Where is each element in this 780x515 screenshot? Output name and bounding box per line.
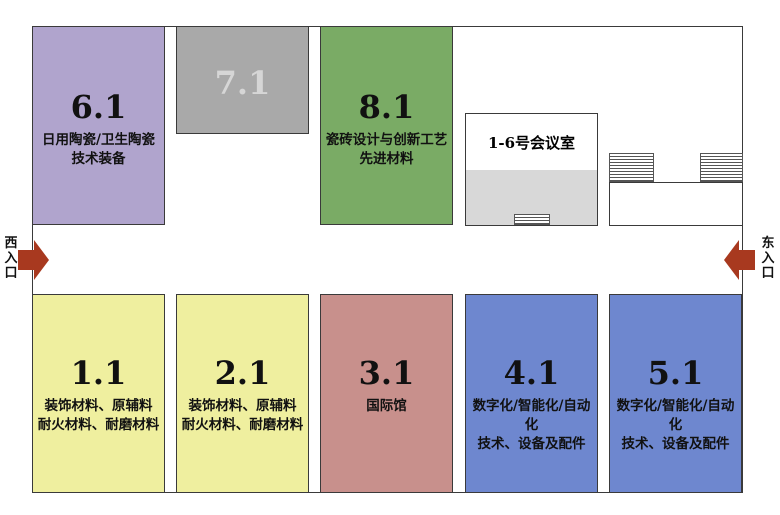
hall-description: 瓷砖设计与创新工艺 先进材料	[325, 132, 448, 167]
hall-number: 8.1	[358, 88, 415, 126]
hall-number: 2.1	[214, 354, 271, 392]
staircase-icon	[700, 153, 743, 182]
hall-number: 7.1	[214, 64, 271, 102]
arrow-shape	[724, 240, 755, 280]
hall-6-1[interactable]: 6.1 日用陶瓷/卫生陶瓷 技术装备	[32, 26, 165, 225]
hall-number: 3.1	[358, 354, 415, 392]
hall-description: 装饰材料、原辅料 耐火材料、耐磨材料	[37, 398, 160, 433]
east-service-block	[609, 182, 743, 226]
east-entrance-arrow-icon	[724, 240, 755, 280]
hall-5-1[interactable]: 5.1 数字化/智能化/自动化 技术、设备及配件	[609, 294, 742, 493]
hall-2-1[interactable]: 2.1 装饰材料、原辅料 耐火材料、耐磨材料	[176, 294, 309, 493]
west-entrance-arrow-icon	[18, 240, 49, 280]
hall-number: 1.1	[70, 354, 127, 392]
hall-number: 5.1	[647, 354, 704, 392]
west-entrance-label: 西入口	[4, 236, 18, 281]
staircase-icon	[609, 153, 654, 182]
arrow-shape	[18, 240, 49, 280]
hall-number: 4.1	[503, 354, 560, 392]
hall-7-1[interactable]: 7.1	[176, 26, 309, 134]
hall-3-1[interactable]: 3.1 国际馆	[320, 294, 453, 493]
staircase-icon	[514, 214, 550, 225]
hall-8-1[interactable]: 8.1 瓷砖设计与创新工艺 先进材料	[320, 26, 453, 225]
hall-description: 装饰材料、原辅料 耐火材料、耐磨材料	[181, 398, 304, 433]
hall-description: 国际馆	[366, 398, 407, 414]
hall-4-1[interactable]: 4.1 数字化/智能化/自动化 技术、设备及配件	[465, 294, 598, 493]
meeting-room-label: 1-6号会议室	[466, 114, 597, 171]
meeting-rooms-block[interactable]: 1-6号会议室	[465, 113, 598, 226]
hall-1-1[interactable]: 1.1 装饰材料、原辅料 耐火材料、耐磨材料	[32, 294, 165, 493]
hall-description: 数字化/智能化/自动化 技术、设备及配件	[472, 398, 591, 452]
hall-description: 数字化/智能化/自动化 技术、设备及配件	[616, 398, 735, 452]
east-entrance-label: 东入口	[761, 236, 775, 281]
hall-number: 6.1	[70, 88, 127, 126]
hall-description: 日用陶瓷/卫生陶瓷 技术装备	[42, 132, 155, 167]
